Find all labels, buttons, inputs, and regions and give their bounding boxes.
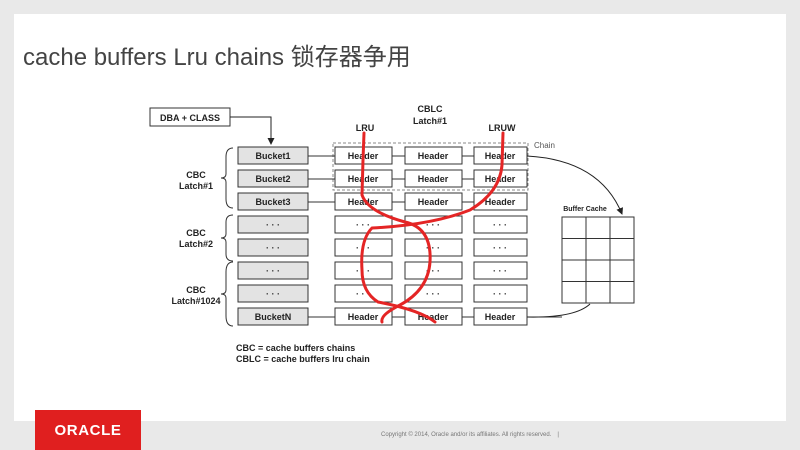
lru-chain-lines xyxy=(360,131,505,324)
bucket-label: · · · xyxy=(266,289,280,299)
ellipsis: · · · xyxy=(356,220,370,230)
header-label: Header xyxy=(418,174,449,184)
dba-arrow xyxy=(230,116,275,145)
oracle-logo-text: ORACLE xyxy=(54,421,122,439)
copyright-text: Copyright © 2014, Oracle and/or its affi… xyxy=(381,432,552,438)
cbc1-label: CBC xyxy=(186,170,206,180)
headern-to-cache-link xyxy=(526,303,591,318)
header-grid: Header Header Header · · · · · · · · · ·… xyxy=(308,146,562,326)
cbc1-brace xyxy=(220,147,234,209)
bucket-label: · · · xyxy=(266,266,280,276)
ellipsis: · · · xyxy=(493,220,507,230)
cbc1-latch: Latch#1 xyxy=(179,181,213,191)
header-label: Header xyxy=(485,197,516,207)
ellipsis: · · · xyxy=(493,266,507,276)
lru-label: LRU xyxy=(356,123,375,133)
bucket-column: Bucket1 Bucket2 Bucket3 · · · · · · · · … xyxy=(237,146,309,326)
cbc2-latch: Latch#2 xyxy=(179,239,213,249)
oracle-logo: ORACLE xyxy=(35,410,141,450)
cbc3-latch: Latch#1024 xyxy=(171,296,220,306)
cbc2-label: CBC xyxy=(186,228,206,238)
copyright-notice: Copyright © 2014, Oracle and/or its affi… xyxy=(381,432,559,438)
header-label: Header xyxy=(418,197,449,207)
chain-to-cache-arrow xyxy=(526,155,623,215)
bucket-label: · · · xyxy=(266,220,280,230)
header-label: Header xyxy=(348,197,379,207)
cblc-label: CBLC xyxy=(418,104,443,114)
slide xyxy=(14,14,786,421)
bucket-label: Bucket3 xyxy=(255,197,290,207)
bucket-label: Bucket1 xyxy=(255,151,290,161)
header-label: Header xyxy=(485,312,516,322)
cbc2-brace xyxy=(220,214,234,262)
buffer-cache-label: Buffer Cache xyxy=(563,206,607,213)
chain-label: Chain xyxy=(534,141,555,150)
ellipsis: · · · xyxy=(426,220,440,230)
header-label: Header xyxy=(348,312,379,322)
footer-separator: | xyxy=(557,432,559,438)
legend-cblc: CBLC = cache buffers lru chain xyxy=(236,354,370,364)
bucket-label: Bucket2 xyxy=(255,174,290,184)
chain-outline xyxy=(332,142,529,191)
header-label: Header xyxy=(418,312,449,322)
lruw-label: LRUW xyxy=(489,123,516,133)
header-label: Header xyxy=(418,151,449,161)
slide-footer: ORACLE Copyright © 2014, Oracle and/or i… xyxy=(0,410,800,450)
ellipsis: · · · xyxy=(493,243,507,253)
ellipsis: · · · xyxy=(356,289,370,299)
buffer-cache-grid xyxy=(561,216,635,304)
ellipsis: · · · xyxy=(426,243,440,253)
ellipsis: · · · xyxy=(426,289,440,299)
dba-class-box: DBA + CLASS xyxy=(149,107,231,127)
header-label: Header xyxy=(485,151,516,161)
cblc-latch-label: Latch#1 xyxy=(413,116,447,126)
legend-cbc: CBC = cache buffers chains xyxy=(236,343,355,353)
dba-class-label: DBA + CLASS xyxy=(160,113,220,123)
slide-title: cache buffers Lru chains 锁存器争用 xyxy=(23,44,411,71)
cbc3-label: CBC xyxy=(186,285,206,295)
bucket-label: · · · xyxy=(266,243,280,253)
ellipsis: · · · xyxy=(426,266,440,276)
cbc3-brace xyxy=(220,261,234,327)
ellipsis: · · · xyxy=(493,289,507,299)
bucket-label: BucketN xyxy=(255,312,292,322)
